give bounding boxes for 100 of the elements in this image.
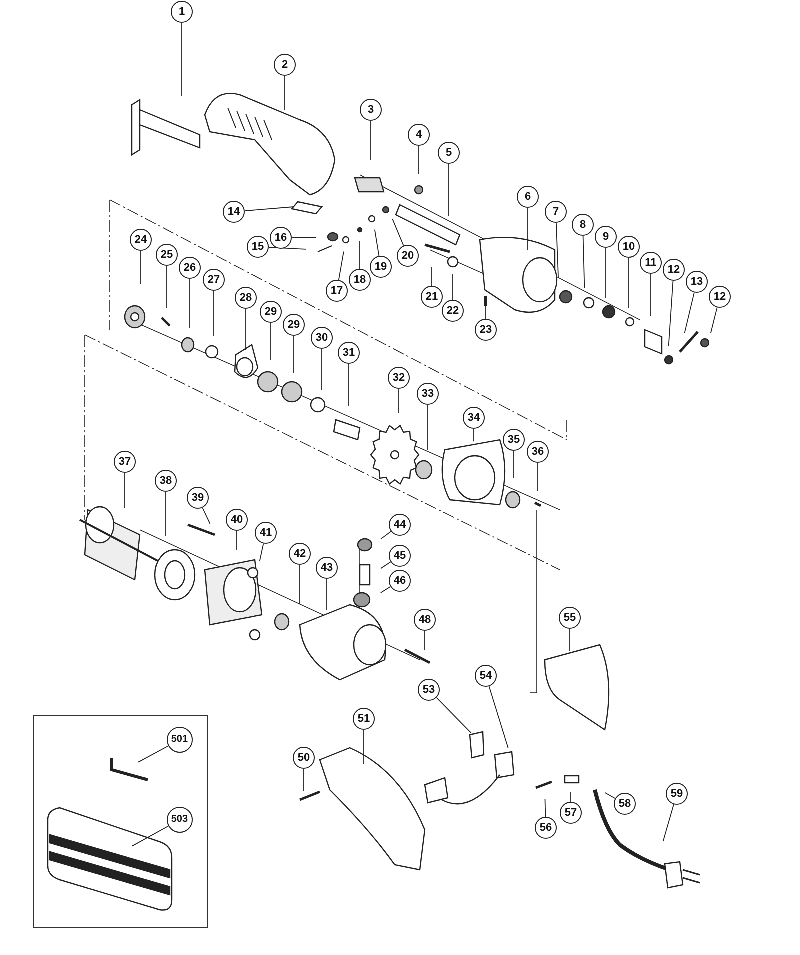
callout-number: 24 [130,229,152,251]
callout-number: 42 [289,543,311,565]
callout-number: 5 [438,142,460,164]
leader-line [326,578,328,610]
callout-number: 35 [503,429,525,451]
callout-number: 22 [442,300,464,322]
callout-number: 14 [223,201,245,223]
leader-line [628,258,630,308]
callout-number: 36 [527,441,549,463]
callout-number: 32 [388,367,410,389]
callout-number: 31 [338,342,360,364]
callout-number: 20 [397,245,419,267]
leader-line [668,280,674,346]
callout-number: 39 [187,487,209,509]
callout-number: 28 [235,287,257,309]
leader-line [138,746,169,763]
leader-line [684,292,695,334]
callout-number: 7 [545,201,567,223]
leader-line [124,472,126,508]
callout-number: 33 [417,383,439,405]
callout-number: 57 [560,802,582,824]
leader-line [392,218,404,246]
leader-line [166,266,168,308]
leader-line [338,251,344,281]
leader-line [270,322,272,360]
callout-number: 34 [463,407,485,429]
leader-line [348,364,350,406]
callout-number: 50 [293,747,315,769]
callout-number: 17 [326,280,348,302]
callout-number: 23 [475,319,497,341]
callout-number: 30 [311,327,333,349]
leader-line [436,697,472,734]
leader-line [380,531,392,540]
callout-number: 503 [166,806,193,833]
leader-line [418,146,420,174]
leader-line [570,792,572,802]
callout-number: 15 [247,236,269,258]
callout-number: 38 [155,470,177,492]
parts-frame [33,715,208,928]
leader-line [132,826,170,847]
leader-line [582,236,586,288]
callout-number: 25 [156,244,178,266]
leader-line [710,307,718,334]
callout-number: 29 [260,301,282,323]
leader-line [556,222,559,278]
callout-number: 13 [686,271,708,293]
callout-number: 12 [663,259,685,281]
callout-number: 21 [421,286,443,308]
leader-line [488,686,509,749]
callout-number: 3 [360,99,382,121]
leader-line [202,508,211,524]
callout-number: 8 [572,214,594,236]
callout-number: 51 [353,708,375,730]
callout-number: 1 [171,1,193,23]
leader-line [398,388,400,414]
callout-number: 59 [666,783,688,805]
leader-line [448,164,450,216]
callout-number: 43 [316,557,338,579]
callout-number: 48 [414,609,436,631]
leader-line [662,804,674,842]
callout-number: 6 [517,186,539,208]
leader-line [140,250,142,284]
callout-number: 26 [179,257,201,279]
leader-line [284,76,286,110]
callout-number: 58 [614,793,636,815]
callout-number: 55 [559,607,581,629]
callout-number: 44 [389,514,411,536]
callout-number: 54 [475,665,497,687]
callout-number: 40 [226,509,248,531]
callout-number: 12 [709,286,731,308]
callout-number: 501 [166,726,193,753]
callout-number: 11 [640,252,662,274]
leader-line [244,206,294,212]
leader-line [259,543,264,562]
callout-number: 29 [283,314,305,336]
callout-number: 9 [595,226,617,248]
leader-line [380,586,392,594]
leader-line [268,247,306,250]
callout-number: 41 [255,522,277,544]
callout-number: 16 [270,227,292,249]
leader-line [452,274,454,300]
leader-line [604,792,616,800]
callout-number: 46 [389,570,411,592]
leader-line [544,798,546,818]
callout-number: 19 [370,256,392,278]
callout-number: 10 [618,236,640,258]
leader-line [650,274,652,316]
callout-number: 4 [408,124,430,146]
callout-number: 2 [274,54,296,76]
leader-line [374,229,380,257]
callout-number: 18 [349,269,371,291]
callout-number: 53 [418,679,440,701]
callout-number: 56 [535,817,557,839]
callout-number: 45 [389,545,411,567]
leader-line [380,562,392,570]
leader-line [370,120,372,160]
leader-line [236,530,238,551]
callout-number: 27 [203,269,225,291]
callout-number: 37 [114,451,136,473]
leader-line [424,630,426,651]
